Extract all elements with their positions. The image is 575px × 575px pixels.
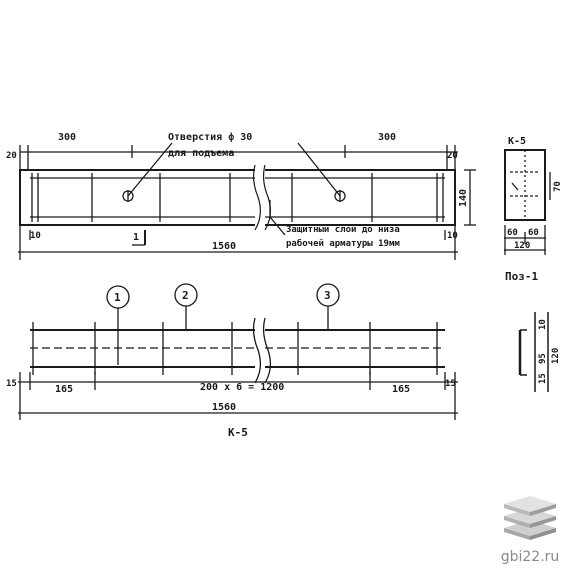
- dim-1560-top: 1560: [212, 241, 236, 252]
- dim-165-left: 165: [55, 384, 73, 395]
- holes-note-line1: Отверстия ф 30: [168, 131, 252, 143]
- holes-note-line2: для подъема: [168, 148, 234, 159]
- dim-spacing: 200 х 6 = 1200: [200, 382, 284, 393]
- dim-140: 140: [458, 189, 469, 207]
- reinforcement-frame: [18, 283, 458, 420]
- beam-elevation: [18, 142, 476, 260]
- watermark-site[interactable]: gbi22.ru: [500, 549, 560, 565]
- dim-10-left: 10: [30, 231, 41, 241]
- dim-15-right: 15: [445, 379, 456, 389]
- frame-section-detail: [518, 312, 549, 392]
- dim-300-left: 300: [58, 132, 76, 143]
- frame-caption: К-5: [228, 426, 248, 439]
- cross-section-k5: [504, 149, 551, 255]
- dim-60-left: 60: [507, 228, 518, 238]
- dim-120-section: 120: [514, 241, 530, 251]
- section-title: К-5: [508, 136, 526, 147]
- bubble-3-label: 3: [324, 289, 331, 302]
- dim-20-right: 20: [447, 151, 458, 161]
- bubble-2-label: 2: [182, 289, 189, 302]
- dim-60-right: 60: [528, 228, 539, 238]
- bubble-1-label: 1: [114, 291, 121, 304]
- stacked-slabs-icon: [504, 496, 556, 540]
- dim-10-right: 10: [447, 231, 458, 241]
- dim-20-left: 20: [6, 151, 17, 161]
- dim-1560-frame: 1560: [212, 402, 236, 413]
- dim-120-frame: 120: [551, 348, 561, 364]
- section-caption: Поз-1: [505, 270, 538, 283]
- dim-15-left: 15: [6, 379, 17, 389]
- dim-10-frame: 10: [538, 319, 548, 330]
- cover-note-line1: Защитный слой до низа: [286, 225, 400, 235]
- dim-300-right: 300: [378, 132, 396, 143]
- dim-95: 95: [538, 353, 548, 364]
- section-mark-1: 1: [133, 232, 139, 243]
- dim-70: 70: [553, 181, 563, 192]
- watermark: gbi22.ru: [495, 490, 565, 565]
- cover-note-line2: рабочей арматуры 19мм: [286, 238, 400, 249]
- dim-15-frame: 15: [538, 373, 548, 384]
- dim-165-right: 165: [392, 384, 410, 395]
